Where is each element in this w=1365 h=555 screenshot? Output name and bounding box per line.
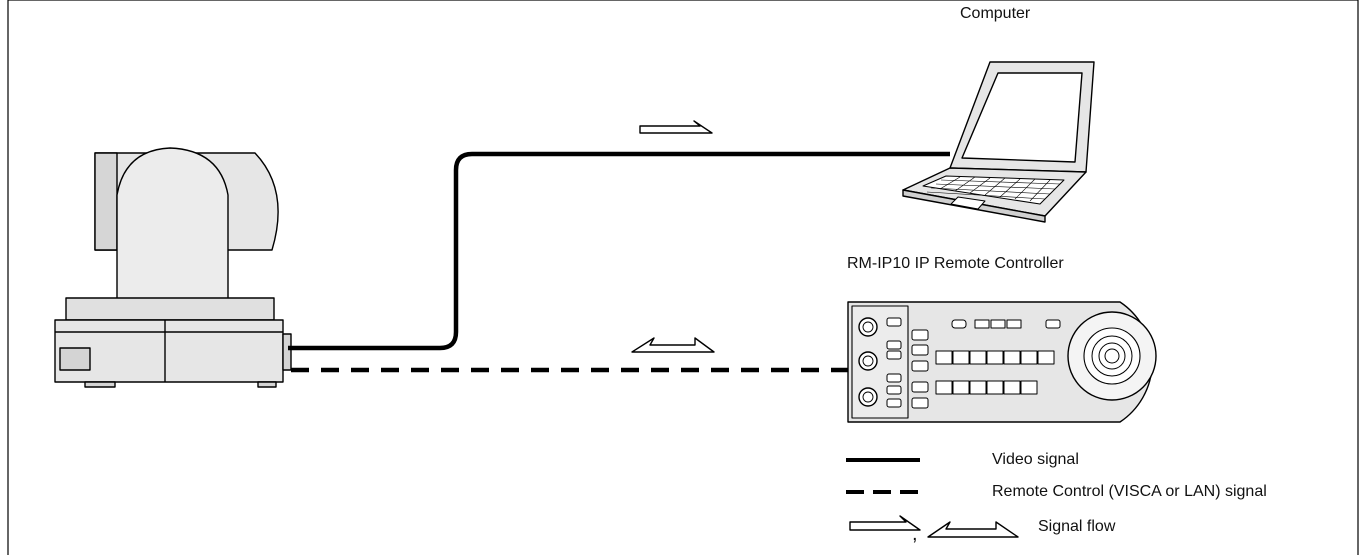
ptz-camera-icon xyxy=(54,147,292,388)
video-cable-line xyxy=(288,151,950,351)
two-way-flow-arrow-icon xyxy=(631,337,715,353)
laptop-icon xyxy=(902,61,1095,223)
legend-one-way-arrow-icon xyxy=(849,515,921,531)
diagram-frame xyxy=(7,0,1359,555)
remote-controller-icon xyxy=(847,301,1157,423)
legend-flow-separator: , xyxy=(912,523,918,545)
controller-label: RM-IP10 IP Remote Controller xyxy=(847,255,1064,272)
computer-label: Computer xyxy=(960,5,1031,22)
legend-remote-label: Remote Control (VISCA or LAN) signal xyxy=(992,483,1267,500)
legend-flow-label: Signal flow xyxy=(1038,518,1116,535)
legend-video-label: Video signal xyxy=(992,451,1079,468)
legend-two-way-arrow-icon xyxy=(927,521,1019,538)
one-way-flow-arrow-icon xyxy=(639,120,713,134)
